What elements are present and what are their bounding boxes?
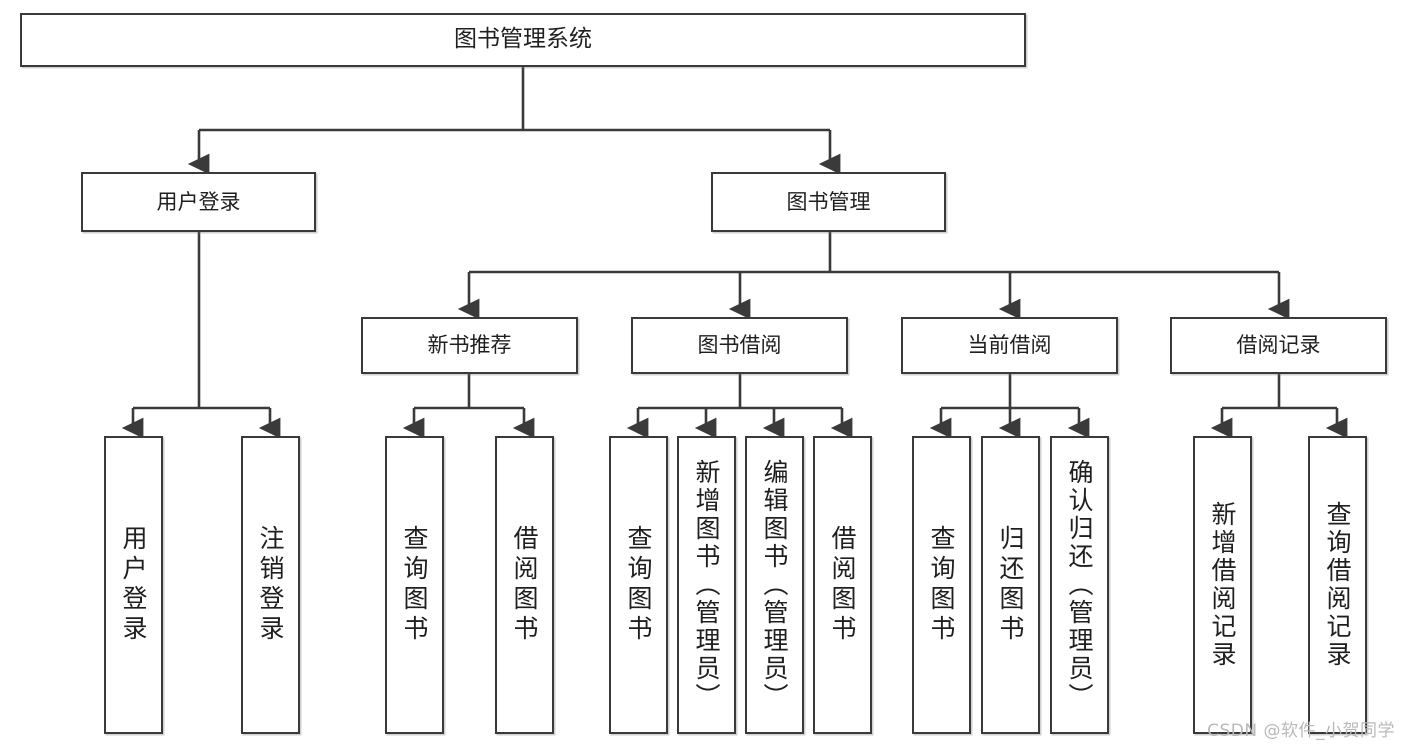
node-book-management[interactable]: 图书管理 <box>711 172 946 232</box>
node-label: 查询图书 <box>624 525 653 645</box>
node-label: 新增图书（管理员） <box>692 459 721 711</box>
node-label: 当前借阅 <box>967 333 1052 358</box>
node-label: 用户登录 <box>119 525 148 645</box>
node-label: 新书推荐 <box>427 333 512 358</box>
leaf-current-query-book[interactable]: 查询图书 <box>912 436 971 734</box>
leaf-recommend-borrow-book[interactable]: 借阅图书 <box>495 436 554 734</box>
node-label: 注销登录 <box>256 525 285 645</box>
leaf-borrow-query-book[interactable]: 查询图书 <box>609 436 668 734</box>
node-new-book-recommend[interactable]: 新书推荐 <box>361 317 578 374</box>
leaf-current-return-book[interactable]: 归还图书 <box>981 436 1040 734</box>
node-label: 用户登录 <box>156 189 241 214</box>
leaf-user-login-login[interactable]: 用户登录 <box>104 436 163 734</box>
leaf-recommend-query-book[interactable]: 查询图书 <box>385 436 444 734</box>
node-label: 归还图书 <box>996 525 1025 645</box>
node-book-borrow[interactable]: 图书借阅 <box>631 317 848 374</box>
node-label: 图书管理 <box>786 189 871 214</box>
node-current-borrow[interactable]: 当前借阅 <box>901 317 1118 374</box>
node-label: 编辑图书（管理员） <box>760 459 789 711</box>
node-label: 借阅记录 <box>1236 333 1321 358</box>
node-label: 查询借阅记录 <box>1323 501 1352 669</box>
node-label: 图书借阅 <box>697 333 782 358</box>
watermark: CSDN @软件_小贺同学 <box>1207 721 1395 741</box>
leaf-user-login-logout[interactable]: 注销登录 <box>241 436 300 734</box>
leaf-current-confirm-return-admin[interactable]: 确认归还（管理员） <box>1050 436 1109 734</box>
node-label: 新增借阅记录 <box>1208 501 1237 669</box>
node-label: 图书管理系统 <box>454 26 592 53</box>
node-user-login[interactable]: 用户登录 <box>81 172 316 232</box>
node-root-system[interactable]: 图书管理系统 <box>20 13 1026 67</box>
node-label: 确认归还（管理员） <box>1065 459 1094 711</box>
leaf-record-query-record[interactable]: 查询借阅记录 <box>1308 436 1367 734</box>
node-label: 查询图书 <box>400 525 429 645</box>
leaf-borrow-borrow-book[interactable]: 借阅图书 <box>813 436 872 734</box>
leaf-borrow-edit-book-admin[interactable]: 编辑图书（管理员） <box>745 436 804 734</box>
node-borrow-record[interactable]: 借阅记录 <box>1170 317 1387 374</box>
leaf-record-add-record[interactable]: 新增借阅记录 <box>1193 436 1252 734</box>
node-label: 查询图书 <box>927 525 956 645</box>
node-label: 借阅图书 <box>510 525 539 645</box>
node-label: 借阅图书 <box>828 525 857 645</box>
leaf-borrow-add-book-admin[interactable]: 新增图书（管理员） <box>677 436 736 734</box>
